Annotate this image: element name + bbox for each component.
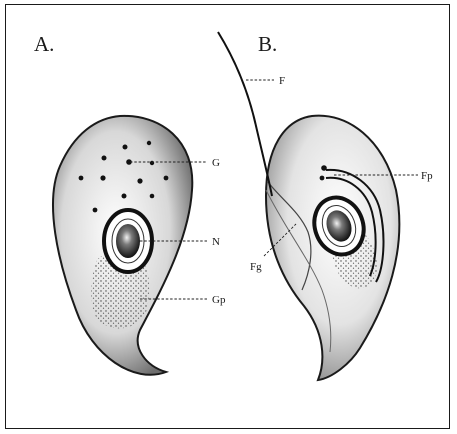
label-n: N bbox=[212, 236, 220, 248]
cell-b bbox=[218, 32, 418, 380]
cell-a bbox=[53, 116, 208, 375]
label-g: G bbox=[212, 157, 220, 169]
label-gp: Gp bbox=[212, 294, 226, 306]
panel-label-b: B. bbox=[258, 32, 277, 56]
label-fg: Fg bbox=[250, 261, 262, 273]
panel-label-a: A. bbox=[34, 32, 54, 56]
label-fp: Fp bbox=[421, 170, 433, 182]
cell-b-flagellum bbox=[218, 32, 272, 196]
label-f: F bbox=[279, 75, 285, 87]
